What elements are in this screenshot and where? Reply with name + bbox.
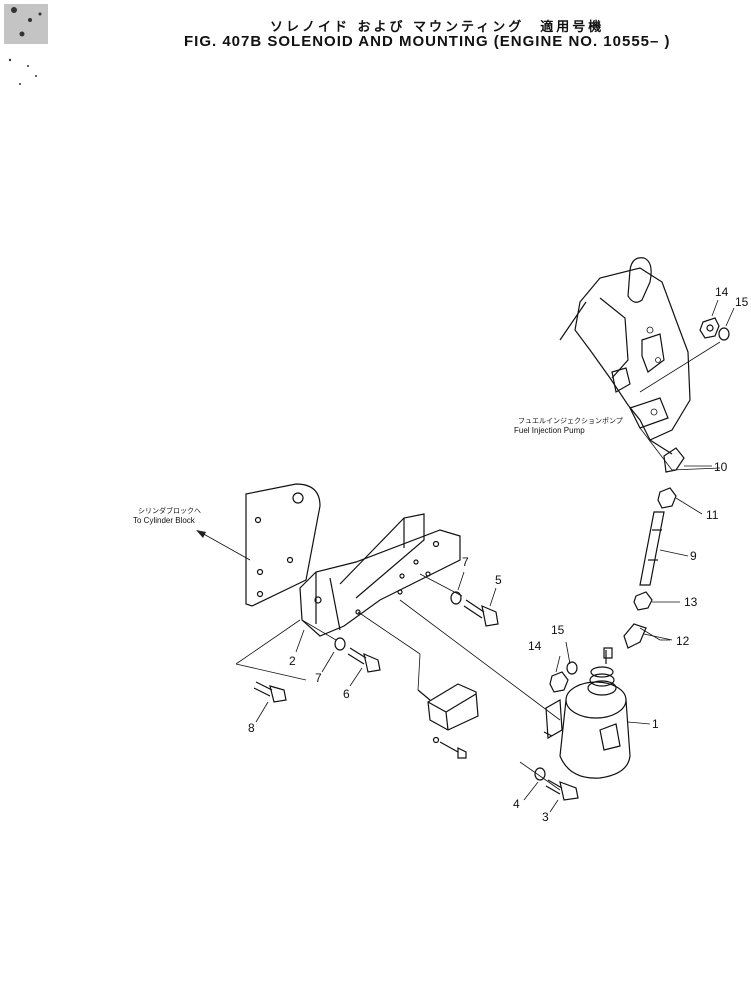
bolt-6 <box>347 647 381 673</box>
callout-3: 3 <box>542 810 549 824</box>
figure-title: FIG. 407B SOLENOID AND MOUNTING (ENGINE … <box>184 33 671 50</box>
callout-15-upper: 15 <box>735 295 749 309</box>
callout-8: 8 <box>248 721 255 735</box>
assembly-lines <box>639 341 721 641</box>
bolt-5 <box>463 599 499 627</box>
callout-7-lower: 7 <box>315 671 322 685</box>
bracket-2 <box>299 513 461 637</box>
figure-title-japanese: ソレノイド および マウンティング 適用号機 <box>270 20 605 35</box>
callout-14-upper: 14 <box>715 285 729 299</box>
cylinder-block-note-en: To Cylinder Block <box>133 516 195 525</box>
cylinder-block-note-jp: シリンダブロックへ <box>138 507 201 515</box>
relay-box <box>417 683 479 759</box>
callout-4: 4 <box>513 797 520 811</box>
bracket-assembly-lines <box>235 573 561 791</box>
callout-5: 5 <box>495 573 502 587</box>
washer-15-upper <box>718 327 730 341</box>
washer-7-upper <box>450 591 462 605</box>
callout-11: 11 <box>706 508 719 522</box>
callout-13: 13 <box>684 595 698 609</box>
callout-14-lower: 14 <box>528 639 542 653</box>
callout-6: 6 <box>343 687 350 701</box>
nut-11 <box>657 487 677 509</box>
fuel-injection-pump <box>559 257 691 441</box>
cylinder-block-plate <box>245 483 321 607</box>
ball-joint-10 <box>649 439 685 473</box>
callout-9: 9 <box>690 549 697 563</box>
ball-joint-12 <box>623 623 647 649</box>
callout-7-upper: 7 <box>462 555 469 569</box>
washer-4 <box>534 767 546 781</box>
nut-14-lower <box>549 671 569 693</box>
washer-7-lower <box>334 637 346 651</box>
arrow-to-cylinder-block <box>196 530 251 561</box>
solenoid-1 <box>543 647 631 779</box>
bolt-8 <box>253 681 287 703</box>
callout-1: 1 <box>652 717 659 731</box>
callout-2: 2 <box>289 654 296 668</box>
callout-10: 10 <box>714 460 728 474</box>
nut-14-upper <box>699 317 720 339</box>
rod-9 <box>639 511 665 586</box>
callout-leaders <box>255 299 735 813</box>
callout-12: 12 <box>676 634 690 648</box>
fuel-pump-note-en: Fuel Injection Pump <box>514 426 585 435</box>
nut-13 <box>633 591 653 611</box>
callout-15-lower: 15 <box>551 623 565 637</box>
washer-15-lower <box>566 661 578 675</box>
scan-artifact <box>4 4 48 85</box>
fuel-pump-note-jp: フュエルインジェクションポンプ <box>518 417 623 425</box>
bolt-3 <box>545 779 579 801</box>
